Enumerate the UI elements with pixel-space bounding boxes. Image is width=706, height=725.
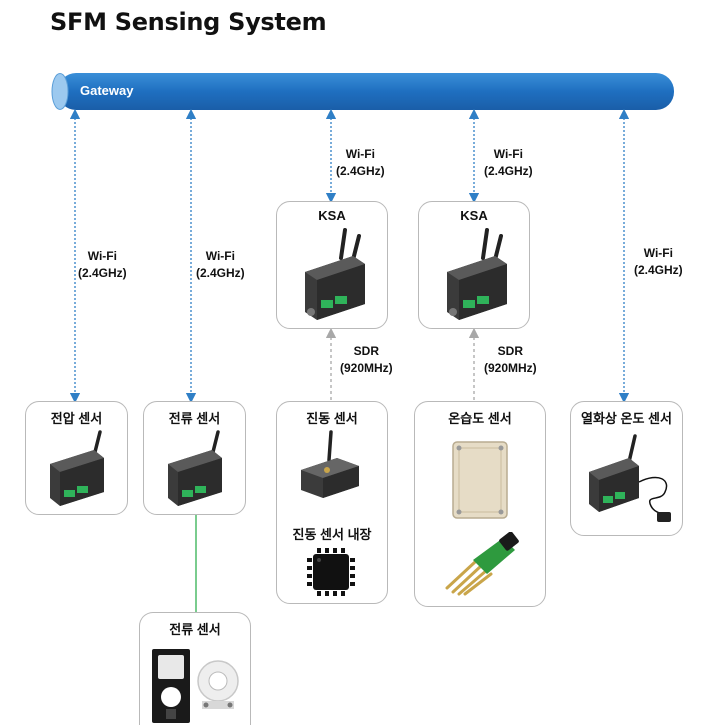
humidity-probe-icon — [445, 532, 519, 596]
thermal-sensor-title: 열화상 온도 센서 — [581, 411, 672, 426]
wifi-label-voltage: Wi-Fi(2.4GHz) — [78, 249, 127, 280]
ksa-right-box: KSA — [418, 201, 530, 329]
ksa-gateway-device-icon — [447, 228, 507, 320]
vibration-sensor-box: 진동 센서 진동 센서 내장 — [276, 401, 388, 604]
vibration-embedded-label: 진동 센서 내장 — [292, 527, 372, 542]
wifi-label-ksa-left: Wi-Fi(2.4GHz) — [336, 147, 385, 178]
thermal-sensor-box: 열화상 온도 센서 — [570, 401, 683, 536]
temp-humidity-sensor-title: 온습도 센서 — [448, 411, 512, 426]
page-title: SFM Sensing System — [50, 8, 327, 36]
ksa-left-box: KSA — [276, 201, 388, 329]
current-clamp-sensor-title: 전류 센서 — [169, 622, 221, 637]
current-clamp-sensor-box: 전류 센서 — [139, 612, 251, 725]
voltage-sensor-title: 전압 센서 — [50, 411, 103, 426]
enclosure-box-icon — [452, 441, 508, 519]
wifi-label-ksa-right: Wi-Fi(2.4GHz) — [484, 147, 533, 178]
wifi-label-thermal: Wi-Fi(2.4GHz) — [634, 246, 683, 277]
current-sensor-device-icon — [168, 430, 222, 506]
gateway-label: Gateway — [80, 83, 134, 98]
wifi-label-current: Wi-Fi(2.4GHz) — [196, 249, 245, 280]
temp-humidity-sensor-box: 온습도 센서 — [414, 401, 546, 607]
ksa-left-title: KSA — [318, 208, 346, 223]
vibration-sensor-title: 진동 센서 — [306, 411, 358, 426]
sdr-label-vibration: SDR(920MHz) — [340, 344, 393, 375]
current-clamp-icon — [152, 649, 239, 723]
voltage-sensor-box: 전압 센서 — [25, 401, 128, 515]
current-sensor-title: 전류 센서 — [168, 411, 221, 426]
sdr-label-temp-humidity: SDR(920MHz) — [484, 344, 537, 375]
ksa-right-title: KSA — [460, 208, 488, 223]
current-sensor-box: 전류 센서 — [143, 401, 246, 515]
vibration-sensor-device-icon — [301, 430, 359, 498]
thermal-sensor-device-icon — [589, 434, 671, 522]
voltage-sensor-device-icon — [50, 430, 104, 506]
gateway-bus — [51, 73, 674, 110]
chip-icon — [307, 548, 355, 596]
ksa-gateway-device-icon — [305, 228, 365, 320]
